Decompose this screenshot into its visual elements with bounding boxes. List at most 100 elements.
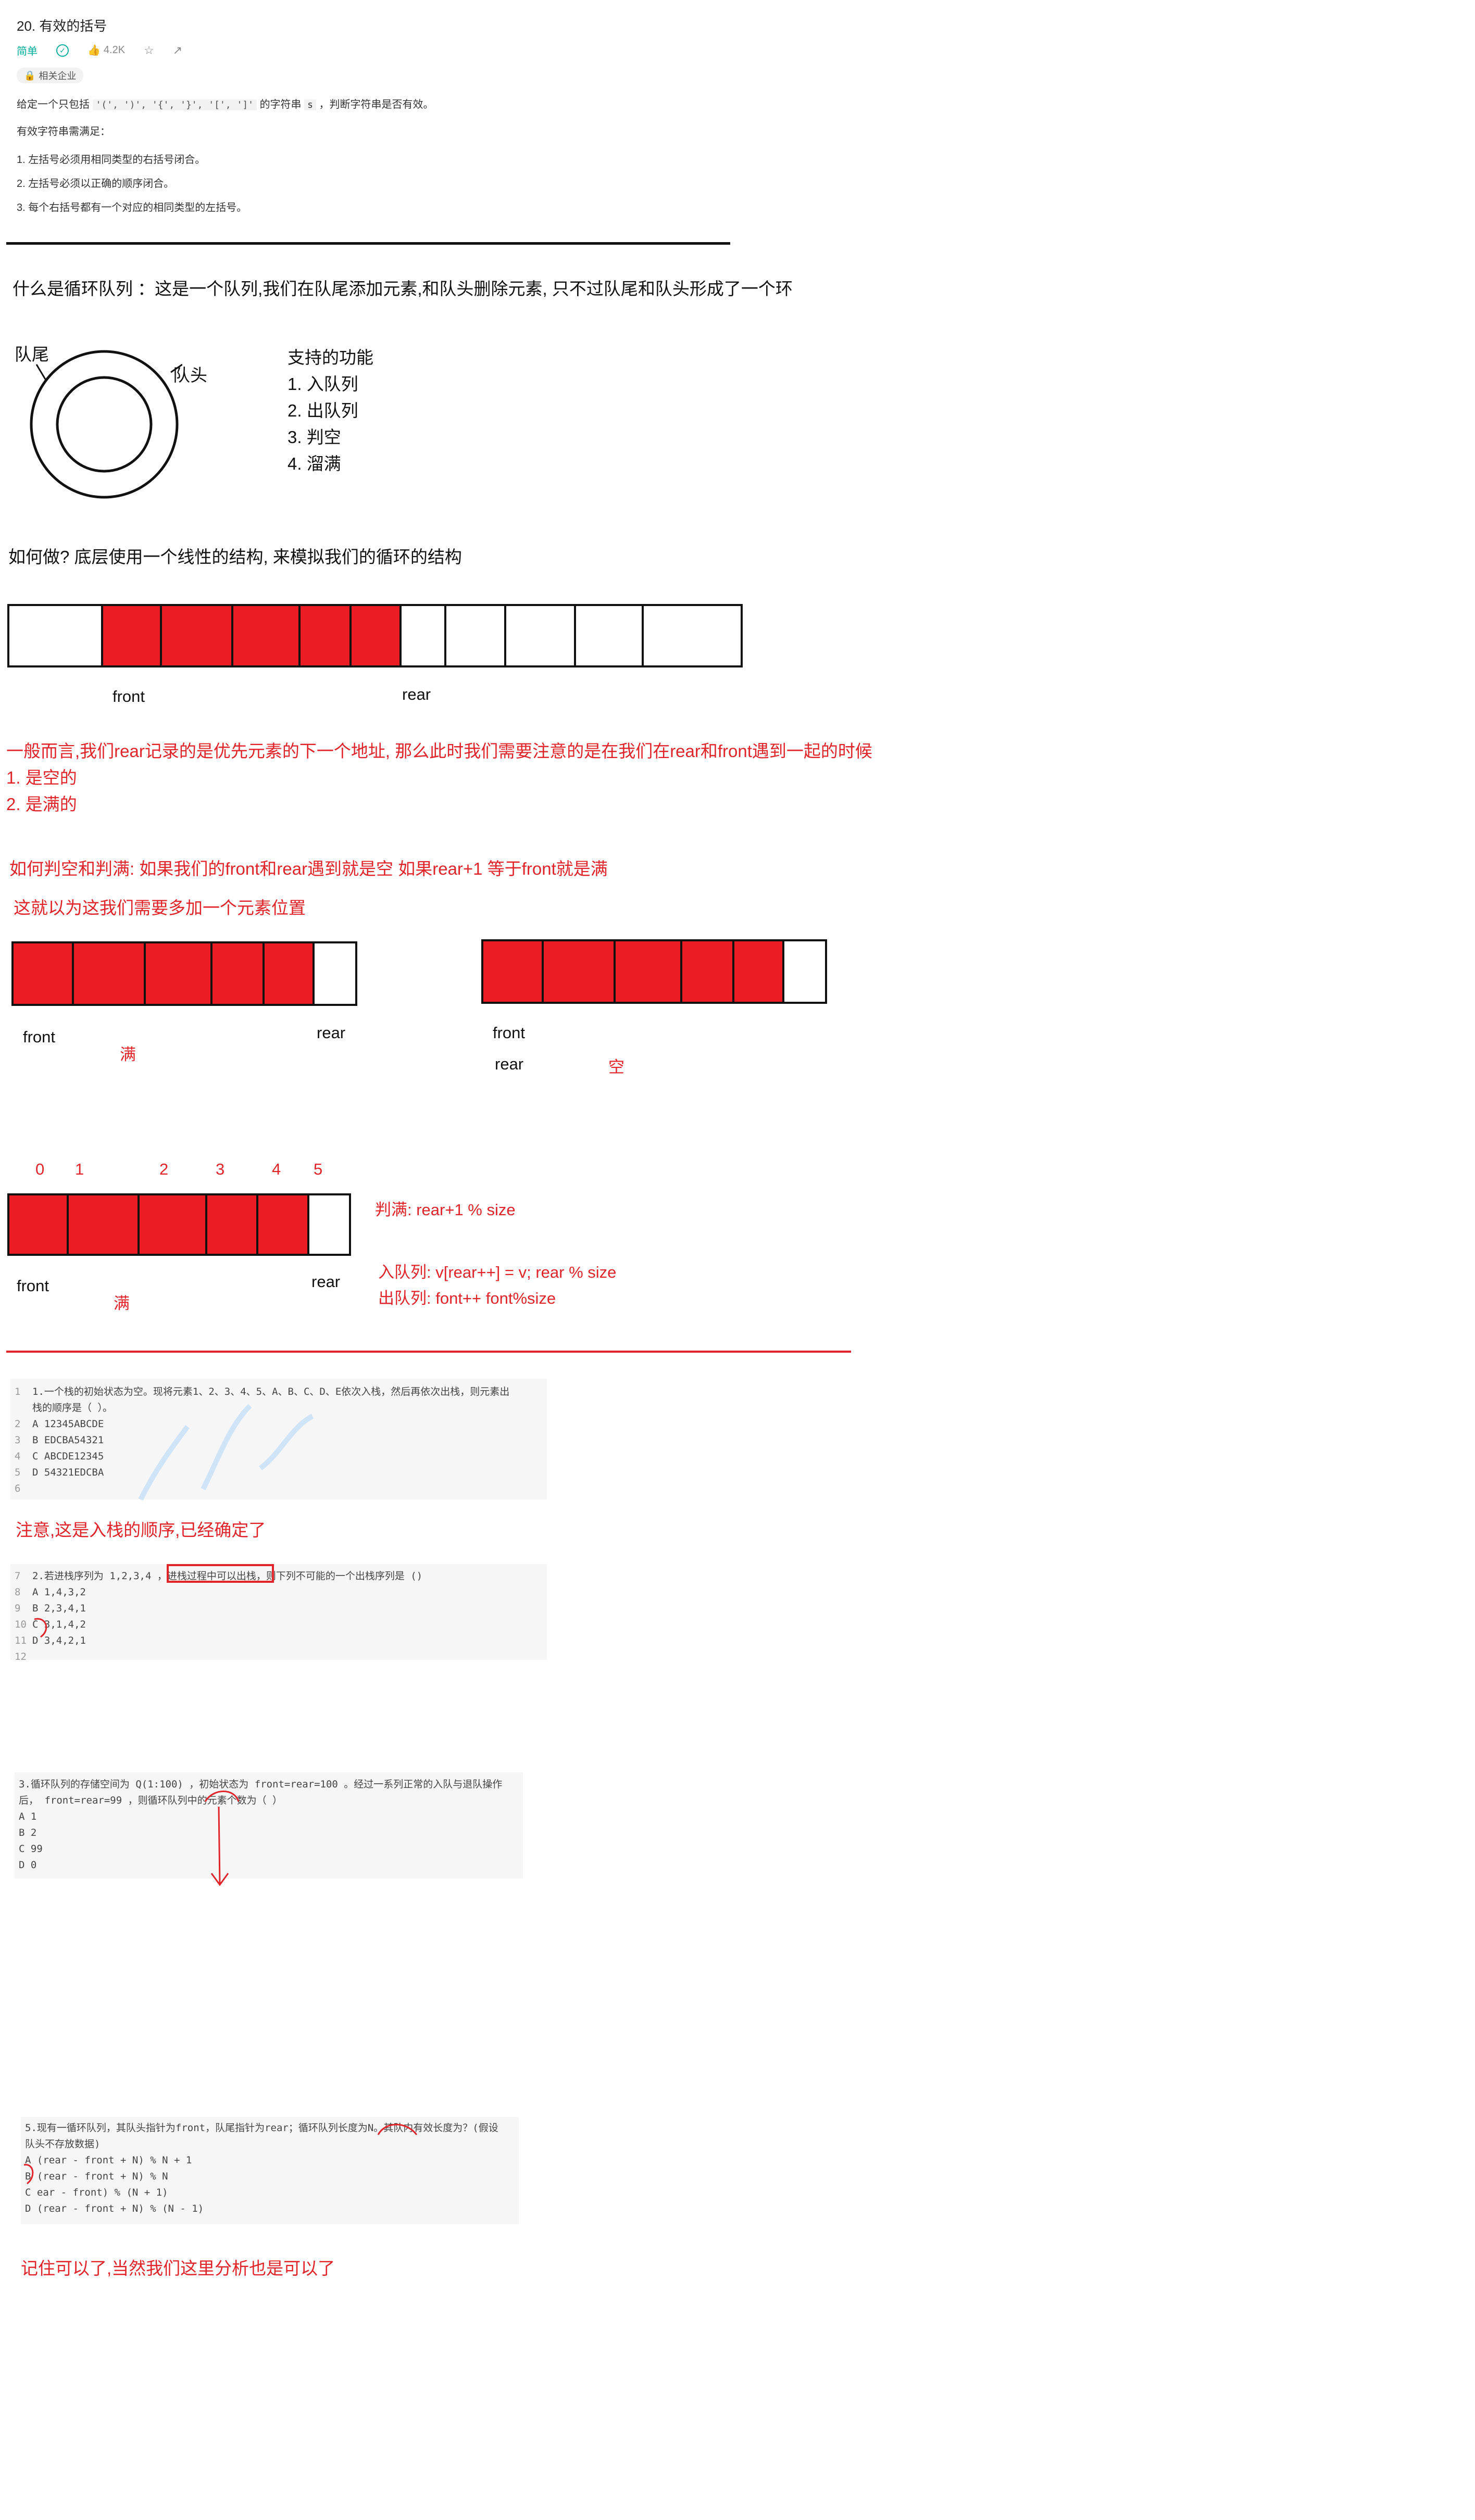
- rear-label-1: rear: [402, 685, 431, 703]
- line-text: A 12345ABCDE: [32, 1418, 104, 1430]
- line-number: 3: [15, 1434, 21, 1446]
- array-cell-filled: [616, 941, 682, 1002]
- front-label-1: front: [113, 687, 145, 705]
- array-cell: [315, 943, 355, 1004]
- desc-mid: 的字符串: [259, 99, 302, 110]
- code-line: A (rear - front + N) % N + 1: [25, 2154, 192, 2166]
- code-line: B (rear - front + N) % N: [25, 2171, 168, 2182]
- array-cell: [309, 1195, 349, 1254]
- index-1: 1: [75, 1160, 84, 1178]
- index-3: 3: [216, 1160, 225, 1178]
- line-text: 2.若进栈序列为 1,2,3,4 ，进栈过程中可以出栈，则下列不可能的一个出栈序…: [32, 1570, 423, 1582]
- rule-1: 1. 左括号必须用相同类型的右括号闭合。: [17, 154, 206, 166]
- judge-text: 如何判空和判满: 如果我们的front和rear遇到就是空 如果rear+1 等…: [9, 859, 608, 878]
- watermark-scribble: [138, 1404, 314, 1501]
- array-cell-filled: [301, 606, 352, 665]
- head-label: 队头: [173, 366, 207, 385]
- array-cell-filled: [483, 941, 544, 1002]
- line-text: 栈的顺序是（ ）。: [32, 1402, 113, 1414]
- feature-4: 4. 溜满: [288, 454, 341, 473]
- question-5-block: 5.现有一循环队列，其队头指针为front，队尾指针为rear；循环队列长度为N…: [21, 2117, 519, 2224]
- array-cell: [402, 606, 446, 665]
- what-is-text: 什么是循环队列 ：这是一个队列,我们在队尾添加元素,和队头删除元素, 只不过队尾…: [12, 279, 793, 298]
- array-cell-filled: [140, 1195, 207, 1254]
- company-tag-label: 相关企业: [39, 71, 77, 81]
- full-label-indexed: 满: [114, 1294, 130, 1313]
- array-cell-filled: [74, 943, 146, 1004]
- head-pointer: [170, 363, 182, 373]
- push-order-note: 注意,这是入栈的顺序,已经确定了: [16, 1520, 266, 1540]
- code-line: D 0: [19, 1859, 37, 1871]
- line-number: 9: [15, 1603, 21, 1614]
- answer-mark: [34, 1618, 47, 1638]
- feature-1: 1. 入队列: [288, 374, 358, 394]
- line-number: 10: [15, 1619, 27, 1630]
- tail-label: 队尾: [15, 345, 49, 364]
- array-cell-filled: [213, 943, 265, 1004]
- share-icon[interactable]: ↗: [172, 43, 183, 57]
- dequeue-formula: 出队列: font++ font%size: [378, 1289, 556, 1307]
- line-number: 11: [15, 1635, 27, 1646]
- company-tag[interactable]: 🔒 相关企业: [17, 68, 84, 83]
- array-cell-filled: [734, 941, 784, 1002]
- line-text: D 3,4,2,1: [32, 1635, 86, 1646]
- remember-note: 记住可以了,当然我们这里分析也是可以了: [21, 2259, 335, 2278]
- tail-pointer: [35, 364, 47, 381]
- array-cell-filled: [544, 941, 616, 1002]
- array-diagram-full: [11, 941, 357, 1006]
- line-number: 1: [15, 1386, 21, 1397]
- line-text: A 1,4,3,2: [32, 1586, 86, 1598]
- down-arrow-annotation: [204, 1791, 240, 1886]
- line-number: 7: [15, 1570, 21, 1582]
- code-line: 栈的顺序是（ ）。: [10, 1400, 547, 1416]
- rear-label-full: rear: [317, 1024, 346, 1042]
- array-diagram-1: [7, 604, 743, 667]
- rule-2: 2. 左括号必须以正确的顺序闭合。: [17, 178, 174, 190]
- general-text: 一般而言,我们rear记录的是优先元素的下一个地址, 那么此时我们需要注意的是在…: [6, 741, 872, 761]
- desc-prefix: 给定一个只包括: [17, 99, 90, 110]
- array-cell-filled: [682, 941, 734, 1002]
- array-cell: [506, 606, 576, 665]
- rear-label-indexed: rear: [311, 1272, 341, 1291]
- question-2-block: 7 2.若进栈序列为 1,2,3,4 ，进栈过程中可以出栈，则下列不可能的一个出栈…: [10, 1564, 547, 1662]
- problem-meta: 简单 ✓ 👍 4.2K ☆ ↗: [17, 43, 182, 58]
- case-empty: 1. 是空的: [6, 768, 77, 787]
- index-2: 2: [159, 1160, 169, 1178]
- likes[interactable]: 👍 4.2K: [88, 44, 125, 57]
- code-line: A 1: [19, 1811, 37, 1822]
- feature-2: 2. 出队列: [288, 401, 358, 420]
- code-line: C 99: [19, 1843, 43, 1855]
- front-label-full: front: [23, 1028, 56, 1046]
- array-cell-filled: [162, 606, 233, 665]
- code-line: 9 B 2,3,4,1: [10, 1601, 547, 1617]
- extra-text: 这就以为这我们需要多加一个元素位置: [14, 898, 306, 917]
- rear-label-empty: rear: [495, 1055, 524, 1073]
- code-line: 3 B EDCBA54321: [10, 1432, 547, 1448]
- judge-full-formula: 判满: rear+1 % size: [375, 1201, 516, 1219]
- likes-count: 4.2K: [103, 44, 126, 56]
- code-line: 队头不存放数据): [25, 2138, 101, 2150]
- array-cell: [9, 606, 103, 665]
- star-icon[interactable]: ☆: [144, 43, 154, 57]
- array-cell: [576, 606, 644, 665]
- code-line: 12: [10, 1649, 547, 1665]
- desc-var: s: [304, 99, 316, 110]
- array-cell: [644, 606, 741, 665]
- array-cell-filled: [69, 1195, 140, 1254]
- check-icon: ✓: [56, 44, 69, 57]
- ring-diagram: [30, 350, 182, 499]
- case-full: 2. 是满的: [6, 795, 77, 814]
- code-line: 8 A 1,4,3,2: [10, 1584, 547, 1601]
- line-text: B 2,3,4,1: [32, 1603, 86, 1614]
- line-number: 4: [15, 1451, 21, 1462]
- empty-label: 空: [608, 1058, 624, 1076]
- line-number: 8: [15, 1586, 21, 1598]
- code-line: B 2: [19, 1827, 37, 1838]
- line-text: B EDCBA54321: [32, 1434, 104, 1446]
- question-3-block: 3.循环队列的存储空间为 Q(1:100) ，初始状态为 front=rear=…: [15, 1772, 523, 1879]
- array-cell-filled: [207, 1195, 258, 1254]
